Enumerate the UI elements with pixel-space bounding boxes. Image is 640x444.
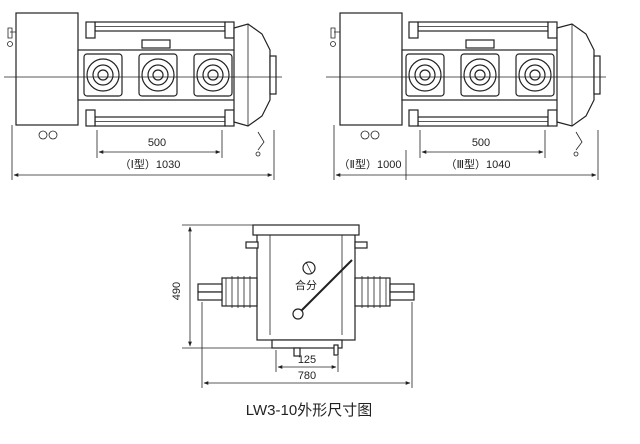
dim-label-780: 780 bbox=[298, 370, 316, 382]
switch-label: 合分 bbox=[295, 278, 317, 292]
right-front-view: 500 （Ⅱ型）1000 （Ⅲ型）1040 bbox=[326, 12, 606, 180]
tank-body bbox=[256, 229, 356, 341]
bushing-right bbox=[354, 276, 415, 308]
dim-label-500-right: 500 bbox=[472, 137, 490, 149]
dim-label-type2: （Ⅱ型）1000 bbox=[339, 157, 402, 171]
bushing-left bbox=[197, 276, 258, 308]
dim-label-type3: （Ⅲ型）1040 bbox=[445, 157, 510, 171]
flange-group-right bbox=[405, 53, 555, 97]
left-front-view: 500 （Ⅰ型）1030 bbox=[4, 12, 282, 180]
dim-label-490: 490 bbox=[171, 282, 183, 300]
dim-label-500-left: 500 bbox=[148, 137, 166, 149]
control-cabinet-right bbox=[339, 12, 403, 126]
handle-left bbox=[7, 27, 16, 39]
side-view: 合分 490 125 780 bbox=[171, 224, 415, 388]
lever-hub bbox=[302, 261, 316, 275]
control-cabinet bbox=[15, 12, 79, 126]
dim-label-type1: （Ⅰ型）1030 bbox=[120, 157, 181, 171]
drawing-caption: LW3-10外形尺寸图 bbox=[246, 402, 372, 419]
dim-label-125: 125 bbox=[298, 354, 316, 366]
end-cover bbox=[233, 23, 271, 127]
flange-group bbox=[83, 53, 233, 97]
